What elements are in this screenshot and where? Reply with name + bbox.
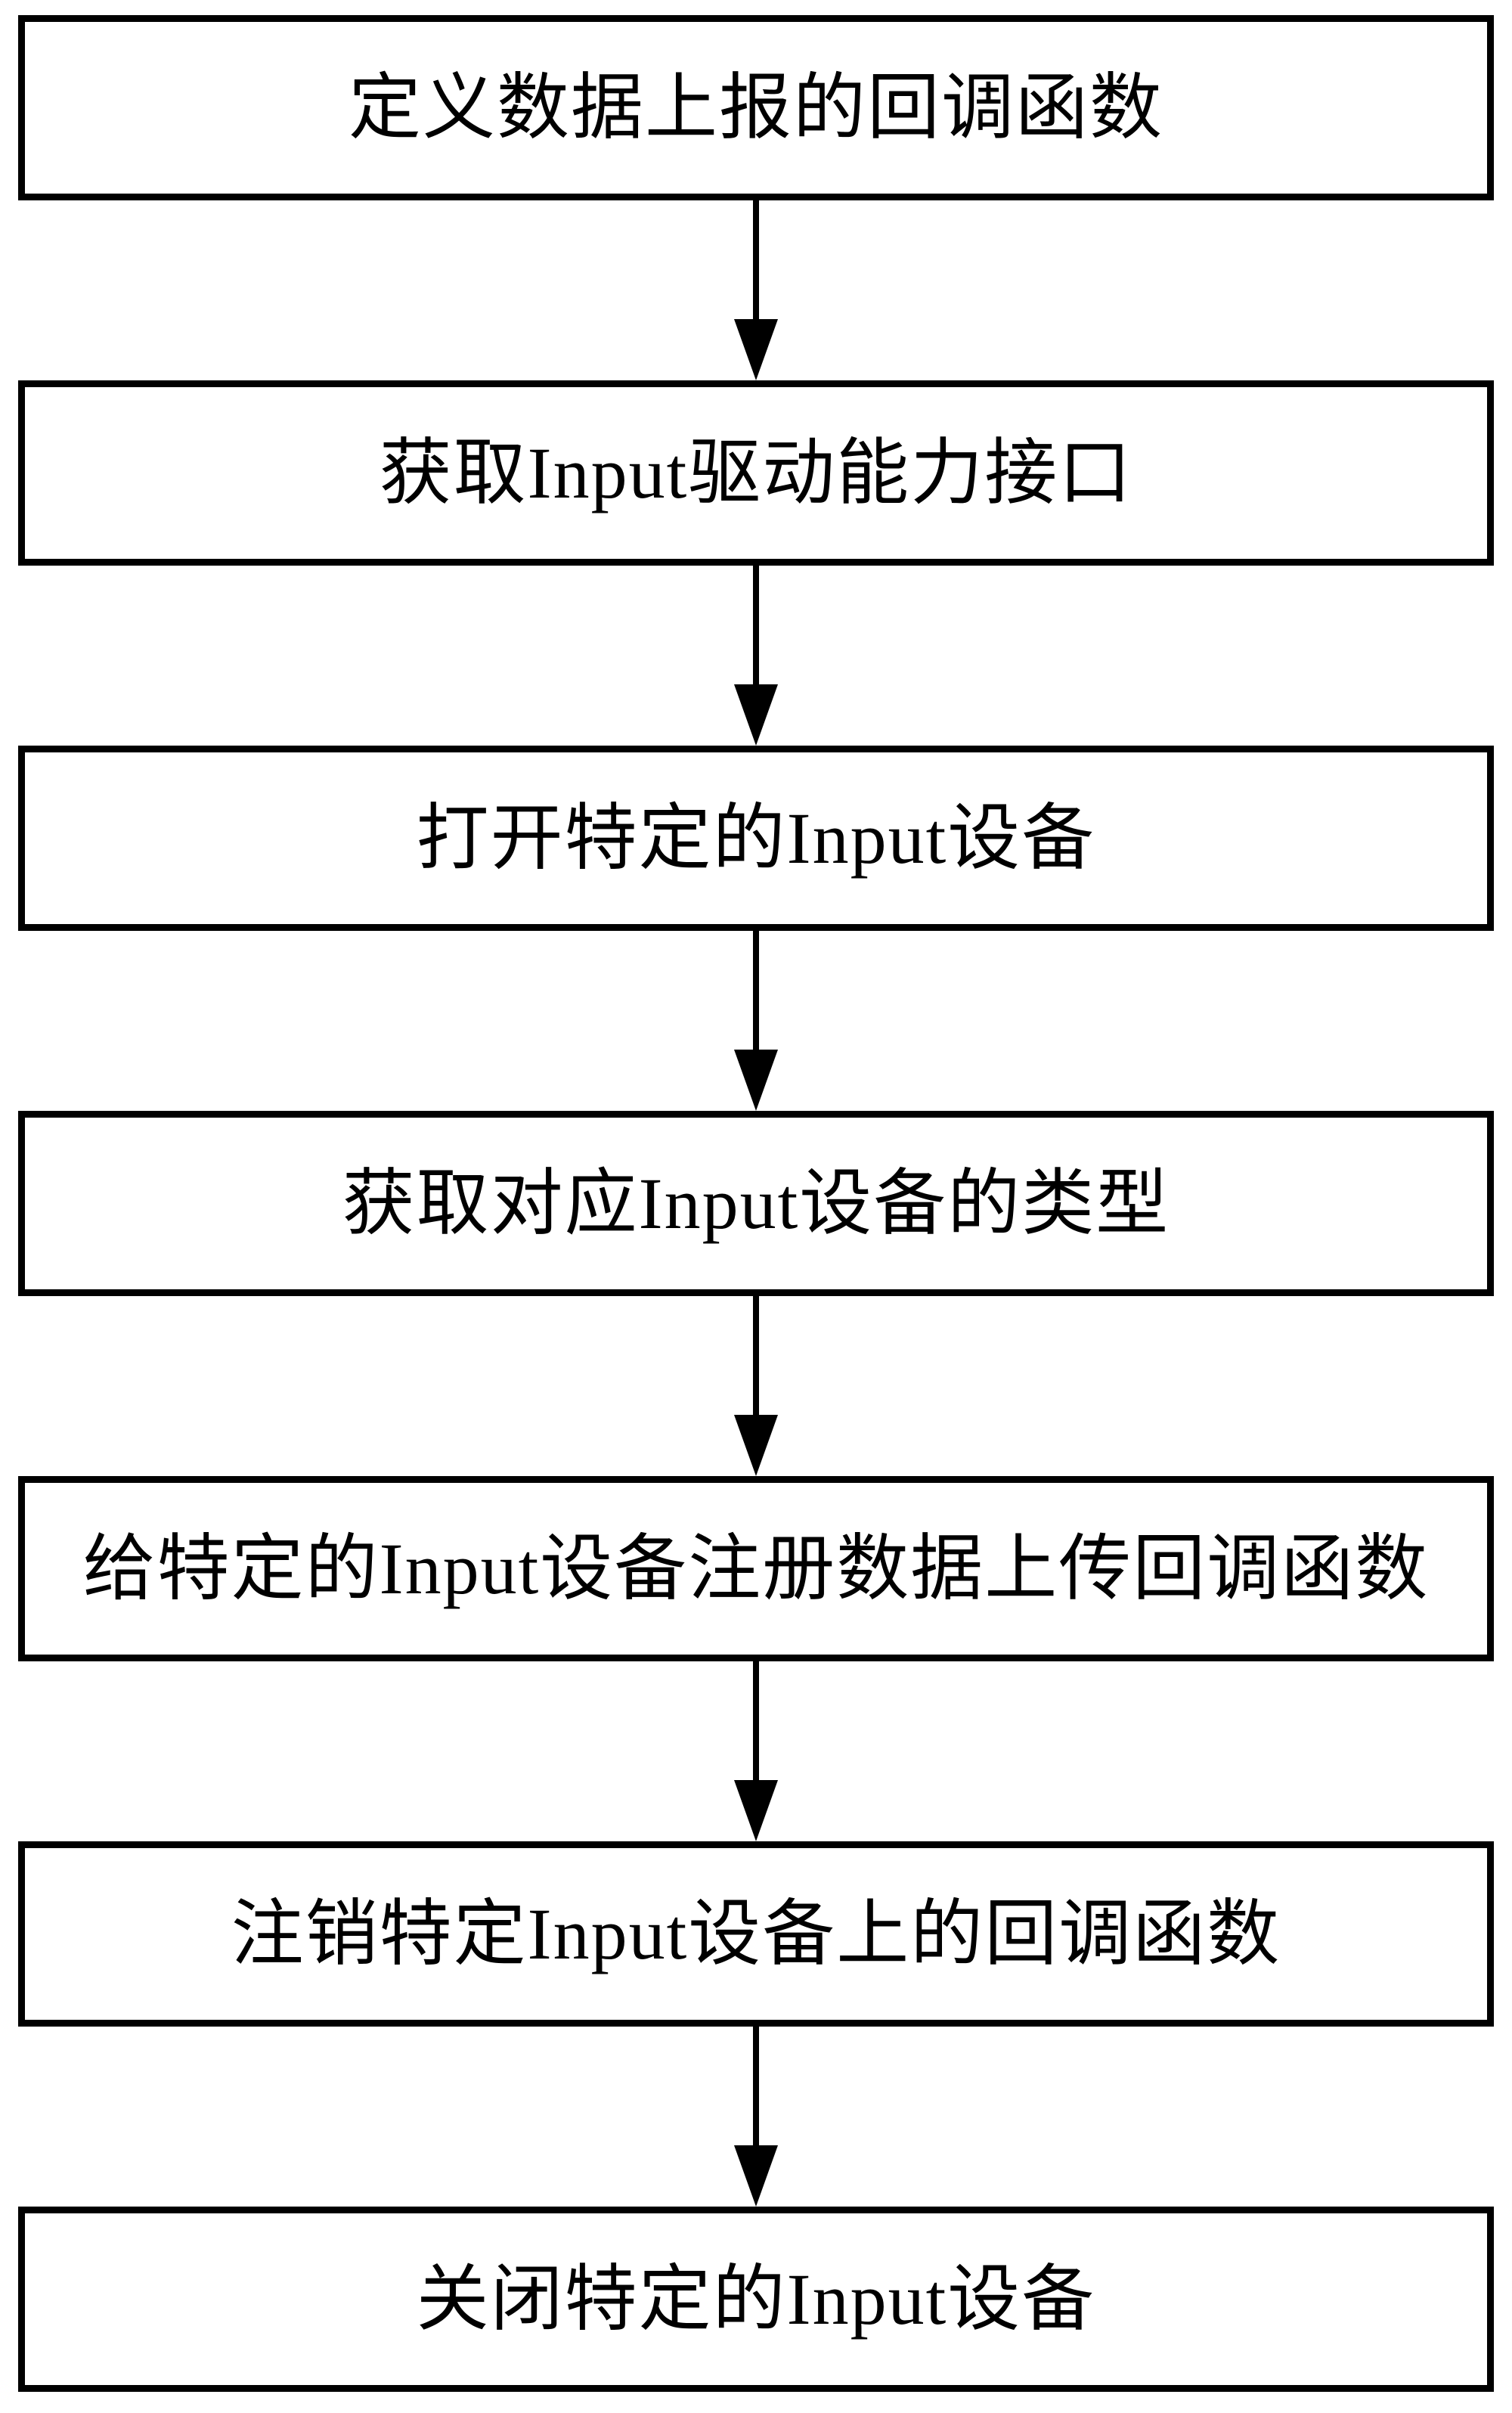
- arrow-shaft: [753, 1296, 759, 1415]
- flow-step-register-callback: 给特定的Input设备注册数据上传回调函数: [18, 1476, 1494, 1661]
- flow-step-label: 获取Input驱动能力接口: [379, 432, 1133, 513]
- flow-step-close-device: 关闭特定的Input设备: [18, 2207, 1494, 2392]
- arrow-down-icon: [734, 200, 778, 380]
- arrow-shaft: [753, 931, 759, 1050]
- arrow-head: [734, 684, 778, 746]
- arrow-down-icon: [734, 1296, 778, 1476]
- flow-step-define-callback: 定义数据上报的回调函数: [18, 15, 1494, 200]
- arrow-head: [734, 1780, 778, 1841]
- flow-step-open-device: 打开特定的Input设备: [18, 746, 1494, 931]
- arrow-down-icon: [734, 931, 778, 1111]
- flow-step-get-device-type: 获取对应Input设备的类型: [18, 1111, 1494, 1296]
- arrow-head: [734, 1050, 778, 1111]
- arrow-head: [734, 1415, 778, 1476]
- flow-step-label: 定义数据上报的回调函数: [349, 67, 1163, 148]
- arrow-down-icon: [734, 566, 778, 746]
- flow-step-label: 打开特定的Input设备: [416, 797, 1096, 879]
- arrow-head: [734, 2145, 778, 2207]
- flow-step-unregister-callback: 注销特定Input设备上的回调函数: [18, 1841, 1494, 2027]
- flowchart: 定义数据上报的回调函数 获取Input驱动能力接口 打开特定的Input设备 获…: [0, 15, 1512, 2392]
- arrow-shaft: [753, 1661, 759, 1780]
- flow-step-label: 获取对应Input设备的类型: [342, 1162, 1170, 1244]
- flow-step-label: 给特定的Input设备注册数据上传回调函数: [82, 1528, 1430, 1609]
- arrow-head: [734, 319, 778, 380]
- flow-step-label: 关闭特定的Input设备: [416, 2258, 1096, 2340]
- arrow-down-icon: [734, 1661, 778, 1841]
- flow-step-label: 注销特定Input设备上的回调函数: [231, 1893, 1281, 1974]
- arrow-shaft: [753, 566, 759, 684]
- arrow-shaft: [753, 200, 759, 319]
- arrow-shaft: [753, 2027, 759, 2145]
- arrow-down-icon: [734, 2027, 778, 2207]
- flow-step-get-driver-interface: 获取Input驱动能力接口: [18, 380, 1494, 566]
